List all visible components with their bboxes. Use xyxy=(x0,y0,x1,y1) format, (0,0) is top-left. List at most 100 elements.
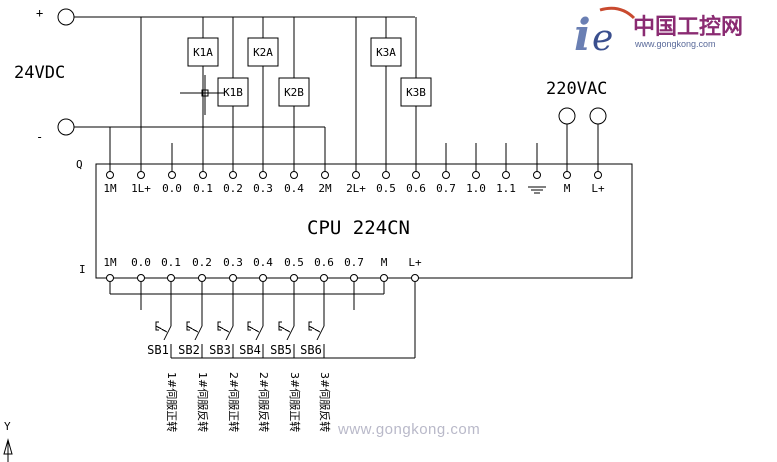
pushbutton-sb2: SB2 1#伺服反转 xyxy=(178,318,210,432)
output-terminal-label: 1.0 xyxy=(466,182,486,195)
output-terminal-screw xyxy=(412,171,420,179)
relay-group: K1A K1B K2A K2B K3A K3B xyxy=(180,17,432,172)
switch-label: SB5 xyxy=(270,343,292,357)
output-terminal-screw xyxy=(137,171,145,179)
pushbutton-sb1: SB1 1#伺服正转 xyxy=(147,318,179,432)
input-terminal-screw xyxy=(411,274,419,282)
switch-label: SB6 xyxy=(300,343,322,357)
output-terminal-label: 0.6 xyxy=(406,182,426,195)
cpu-label: CPU 224CN xyxy=(307,217,410,239)
switch-description: 2#伺服正转 xyxy=(227,372,241,432)
relay-coil-k1b: K1B xyxy=(217,17,249,172)
output-terminal-screw xyxy=(382,171,390,179)
output-terminal-label: 1L+ xyxy=(131,182,151,195)
input-terminal-screw xyxy=(167,274,175,282)
output-terminal-label: 0.1 xyxy=(193,182,213,195)
switch-description: 3#伺服反转 xyxy=(318,372,332,432)
relay-label: K2A xyxy=(253,46,273,59)
switch-description: 3#伺服正转 xyxy=(288,372,302,432)
input-terminal-screw xyxy=(380,274,388,282)
output-terminal-label: 0.2 xyxy=(223,182,243,195)
axis-y-arrow-icon xyxy=(3,438,13,462)
switch-group: SB1 1#伺服正转 SB2 1#伺服反转 SB3 2#伺服正转 SB4 2#伺服反转 SB5 3… xyxy=(147,318,332,432)
input-terminal-screw xyxy=(137,274,145,282)
relay-label: K1A xyxy=(193,46,213,59)
logo-url: www.gongkong.com xyxy=(634,39,716,49)
relay-label: K2B xyxy=(284,86,304,99)
output-prefix: Q xyxy=(76,158,83,171)
input-terminal-label: 0.2 xyxy=(192,256,212,269)
dc-minus-sign: - xyxy=(36,130,43,144)
pushbutton-sb3: SB3 2#伺服正转 xyxy=(209,318,241,432)
output-terminal-label: 0.3 xyxy=(253,182,273,195)
output-terminal-label: 0.0 xyxy=(162,182,182,195)
output-terminal-label: 2M xyxy=(318,182,332,195)
output-terminal-screw xyxy=(321,171,329,179)
output-terminal-screw xyxy=(168,171,176,179)
output-terminal-label: 2L+ xyxy=(346,182,366,195)
switch-description: 1#伺服正转 xyxy=(165,372,179,432)
output-terminal-label: M xyxy=(564,182,571,195)
relay-label: K3A xyxy=(376,46,396,59)
switch-label: SB1 xyxy=(147,343,169,357)
switch-label: SB2 xyxy=(178,343,200,357)
output-terminal-label: 0.4 xyxy=(284,182,304,195)
output-terminal-screw xyxy=(472,171,480,179)
watermark-url: www.gongkong.com xyxy=(337,421,480,438)
output-terminal-screw xyxy=(259,171,267,179)
relay-label: K1B xyxy=(223,86,243,99)
switch-label: SB4 xyxy=(239,343,261,357)
input-terminal-label: 0.6 xyxy=(314,256,334,269)
input-terminal-screw xyxy=(106,274,114,282)
output-terminal-label: 1.1 xyxy=(496,182,516,195)
pushbutton-sb4: SB4 2#伺服反转 xyxy=(239,318,271,432)
output-terminal-screw xyxy=(290,171,298,179)
input-terminal-label: 1M xyxy=(103,256,117,269)
logo-i-letter: i xyxy=(574,10,591,61)
axis-y-label: Y xyxy=(4,420,11,433)
input-terminal-label: 0.7 xyxy=(344,256,364,269)
output-terminal-screw xyxy=(352,171,360,179)
crosshair-marker-icon xyxy=(180,75,225,115)
ac-voltage-label: 220VAC xyxy=(546,79,607,99)
output-terminal-screw xyxy=(594,171,602,179)
output-terminal-screw xyxy=(563,171,571,179)
logo-name: 中国工控网 xyxy=(633,14,743,40)
output-terminal-label: L+ xyxy=(591,182,605,195)
output-terminal-screw xyxy=(199,171,207,179)
input-terminal-label: 0.0 xyxy=(131,256,151,269)
input-terminal-label: 0.4 xyxy=(253,256,273,269)
output-terminal-screw xyxy=(442,171,450,179)
output-terminal-label: 1M xyxy=(103,182,117,195)
dc-voltage-label: 24VDC xyxy=(14,63,65,83)
input-terminal-screw xyxy=(290,274,298,282)
input-terminal-screw xyxy=(229,274,237,282)
ac-terminal-m xyxy=(558,107,576,125)
input-terminal-label: L+ xyxy=(408,256,422,269)
input-terminal-label: M xyxy=(381,256,388,269)
switch-description: 1#伺服反转 xyxy=(196,372,210,432)
relay-coil-k1a: K1A xyxy=(187,17,219,172)
input-terminal-screw xyxy=(198,274,206,282)
output-terminal-label: 0.5 xyxy=(376,182,396,195)
input-terminal-label: 0.3 xyxy=(223,256,243,269)
relay-label: K3B xyxy=(406,86,426,99)
switch-description: 2#伺服反转 xyxy=(257,372,271,432)
relay-coil-k2a: K2A xyxy=(247,17,279,172)
dc-plus-sign: + xyxy=(36,6,43,20)
ground-icon xyxy=(528,186,546,194)
input-terminal-label: 0.1 xyxy=(161,256,181,269)
gongkong-logo: i e 中国工控网 www.gongkong.com xyxy=(574,6,743,61)
output-terminal-screw xyxy=(533,171,541,179)
cpu-module xyxy=(95,163,633,279)
relay-coil-k3a: K3A xyxy=(370,17,402,172)
input-terminal-screw xyxy=(350,274,358,282)
input-terminal-screw xyxy=(259,274,267,282)
switch-label: SB3 xyxy=(209,343,231,357)
relay-coil-k2b: K2B xyxy=(278,17,310,172)
output-terminal-screw xyxy=(106,171,114,179)
output-terminal-screw xyxy=(502,171,510,179)
